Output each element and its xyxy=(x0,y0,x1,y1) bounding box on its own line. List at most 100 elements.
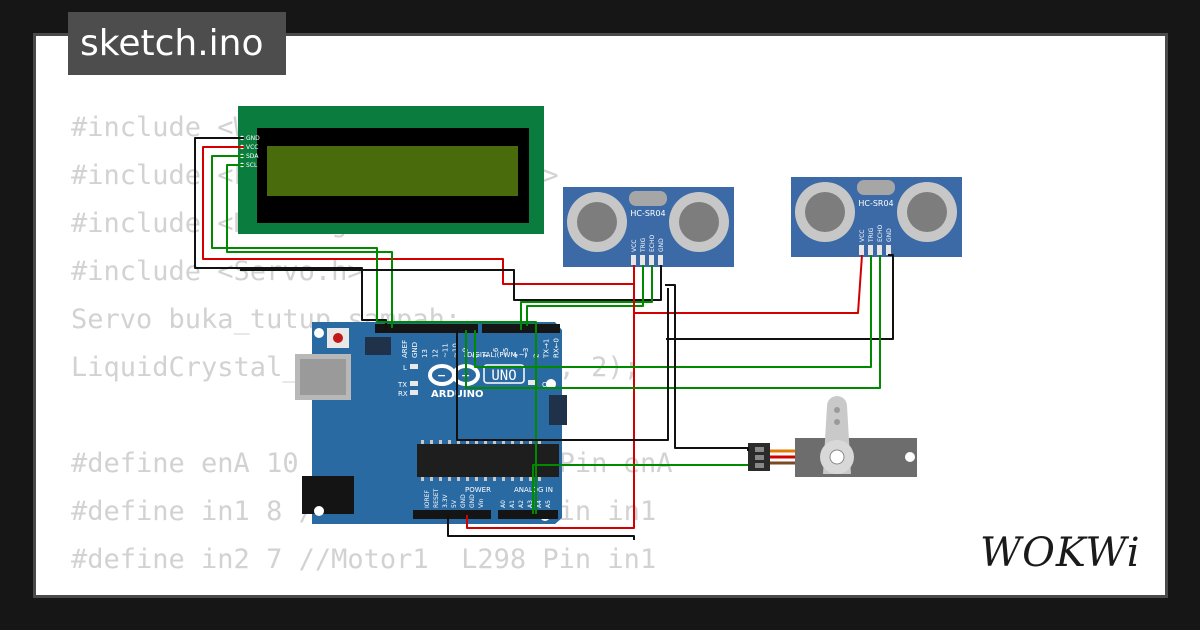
pin-label: A3 xyxy=(527,500,534,508)
wokwi-wordmark: WOKWi xyxy=(980,530,1141,576)
mount-hole xyxy=(314,328,324,338)
wire-vcc-servo xyxy=(532,464,748,514)
pin-label: 12 xyxy=(431,349,439,358)
led-rx xyxy=(410,390,418,395)
pin-label: 7 xyxy=(482,354,490,358)
svg-text:GND: GND xyxy=(886,228,893,242)
pin-label: 13 xyxy=(421,349,429,358)
wire-vcc-us2 xyxy=(634,254,863,314)
led-l xyxy=(410,364,418,369)
wire-gnd-servo xyxy=(665,284,749,451)
pin-label: ~3 xyxy=(522,348,530,358)
mount-hole xyxy=(546,379,556,389)
pin-label: A0 xyxy=(500,500,507,508)
pin-label: RESET xyxy=(433,488,440,508)
svg-text:ECHO: ECHO xyxy=(649,235,656,252)
power-header-label: POWER xyxy=(465,486,491,494)
chip-pins xyxy=(421,440,541,481)
wire-gnd-bottom xyxy=(447,514,635,540)
power-jack xyxy=(302,476,354,514)
sensor-pins xyxy=(631,255,663,265)
pin-label: 5V xyxy=(451,499,458,508)
wire-trig-us1 xyxy=(526,265,644,326)
wire-gnd-lcd xyxy=(194,137,387,330)
svg-text:TRIG: TRIG xyxy=(868,227,875,243)
file-tab[interactable]: sketch.ino xyxy=(68,12,286,75)
pin-label: 3.3V xyxy=(442,493,449,508)
lcd-pin-label: VCC xyxy=(246,144,258,151)
ultrasonic-sensor-1[interactable]: HC-SR04 VCC TRIG ECHO GND xyxy=(563,187,734,267)
pin-label: A2 xyxy=(518,500,525,508)
digital-header-left xyxy=(375,324,478,333)
pin-label: 4 xyxy=(512,353,520,358)
wire-echo-us1 xyxy=(520,265,653,330)
power-header xyxy=(413,510,491,519)
pin-label: A1 xyxy=(509,500,516,508)
wire-scl-lcd xyxy=(226,164,393,328)
pin-label: GND xyxy=(460,494,467,508)
wires xyxy=(194,137,894,540)
led-tx xyxy=(410,381,418,386)
crystal xyxy=(629,191,667,206)
wire-trig-us2 xyxy=(474,255,872,368)
pin-label: GND xyxy=(469,494,476,508)
preview-card: #include <Wire.h>#include <LiquidCrystal… xyxy=(33,33,1168,598)
code-line: #define enB 3 //Motor2 L298 Pin enB xyxy=(71,584,672,595)
servo-motor[interactable] xyxy=(748,396,917,477)
crystal xyxy=(857,180,895,195)
model-badge xyxy=(483,364,525,384)
lcd-pin-label: SDA xyxy=(246,153,259,160)
led-on xyxy=(528,380,537,385)
ultrasonic-sensor-2[interactable]: HC-SR04 VCC TRIG ECHO GND xyxy=(791,177,962,257)
digital-header-label: DIGITAL (PWM ~) xyxy=(467,351,528,359)
lcd-display[interactable]: GND VCC SDA SCL xyxy=(238,106,544,234)
pin-label: A5 xyxy=(545,500,552,508)
led-label: TX xyxy=(397,381,407,389)
sensor-pin-labels: VCC TRIG ECHO GND xyxy=(859,225,893,243)
pin-label: ~5 xyxy=(502,348,510,358)
led-label: ON xyxy=(542,381,553,389)
lcd-pin-label: SCL xyxy=(246,162,258,169)
pin-label: ~11 xyxy=(441,343,449,358)
led-label: L xyxy=(403,364,407,372)
atmega-chip xyxy=(417,444,559,477)
wire-echo-us2 xyxy=(465,255,881,389)
model-label: UNO xyxy=(491,368,516,384)
pin-label: AREF xyxy=(401,340,409,358)
lcd-screen xyxy=(267,146,518,196)
icsp-header-2 xyxy=(549,395,567,425)
svg-text:TRIG: TRIG xyxy=(640,237,647,253)
lcd-pin-label: GND xyxy=(246,135,260,142)
code-line: #define in2 7 //Motor1 L298 Pin in1 xyxy=(71,544,657,575)
wire-sda-lcd xyxy=(211,155,537,514)
sensor-pin-labels: VCC TRIG ECHO GND xyxy=(631,235,665,253)
sensor-model: HC-SR04 xyxy=(858,199,893,208)
wire-vcc-lcd xyxy=(202,146,635,529)
sensor-model: HC-SR04 xyxy=(630,209,665,218)
wire-gnd-us2 xyxy=(666,254,894,340)
svg-text:VCC: VCC xyxy=(859,230,866,242)
mount-hole xyxy=(314,506,324,516)
pin-label: RX←0 xyxy=(553,338,561,358)
pin-label: ~10 xyxy=(452,343,460,358)
svg-text:GND: GND xyxy=(658,238,665,252)
svg-text:ECHO: ECHO xyxy=(877,225,884,242)
servo-body xyxy=(795,438,917,477)
wire-gnd-us1 xyxy=(240,265,662,301)
svg-text:VCC: VCC xyxy=(631,240,638,252)
led-label: RX xyxy=(398,390,408,398)
pin-label: ~6 xyxy=(492,347,500,358)
analog-header xyxy=(498,510,558,519)
wokwi-logo: WOKWi xyxy=(980,530,1141,576)
code-line: #include <Servo.h> xyxy=(71,256,364,287)
pin-label: Vin xyxy=(478,498,485,508)
pin-label: TX→1 xyxy=(542,339,550,359)
icsp-header xyxy=(365,337,391,355)
sensor-pins xyxy=(859,245,891,255)
pin-label: A4 xyxy=(536,500,543,508)
svg-text:−: − xyxy=(437,369,446,382)
